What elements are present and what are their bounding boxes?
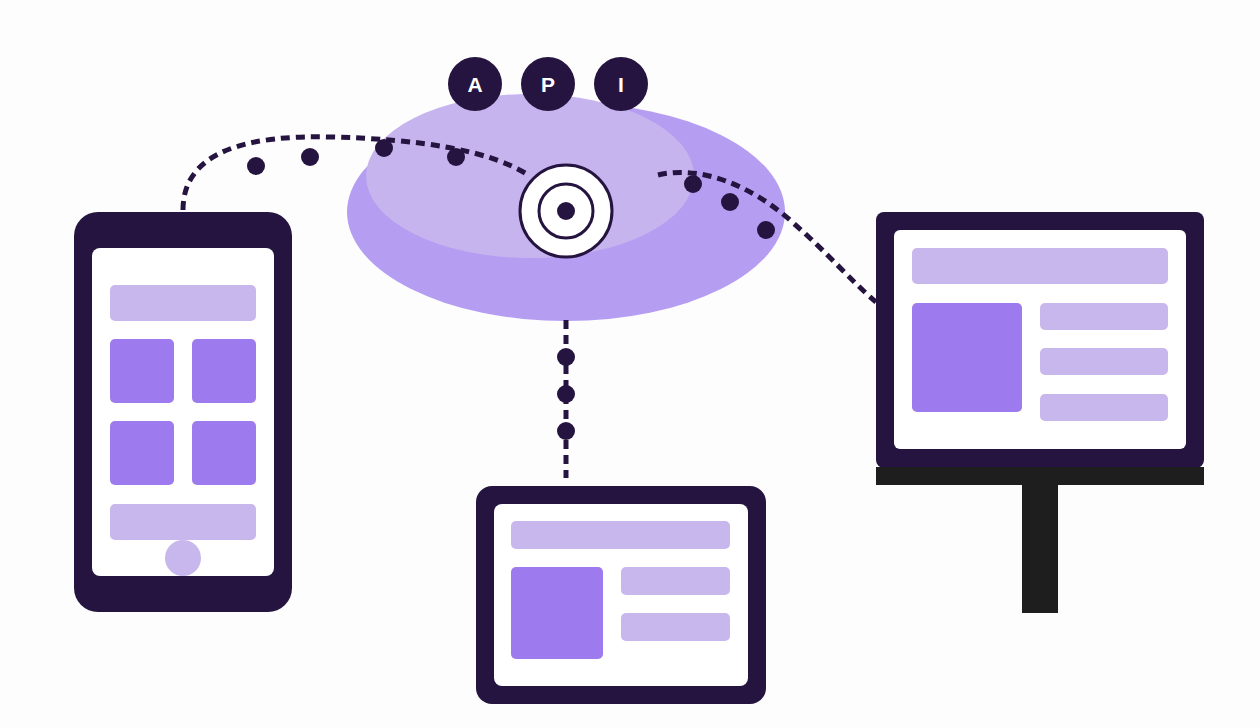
illustration-part: [557, 385, 575, 403]
illustration-part: [658, 172, 876, 302]
illustration-part: [165, 540, 201, 576]
illustration-part: [110, 504, 256, 540]
target-hub: [520, 165, 612, 257]
api-letter: I: [618, 74, 624, 95]
illustration-part: [301, 148, 319, 166]
illustration-part: [621, 567, 730, 595]
data-dots: [247, 139, 775, 440]
illustration-part: [1022, 485, 1058, 613]
illustration-part: [110, 285, 256, 321]
illustration-part: [247, 157, 265, 175]
illustration-part: [447, 148, 465, 166]
illustration-part: [757, 221, 775, 239]
illustration-part: [511, 521, 730, 549]
illustration-part: [92, 248, 274, 576]
illustration-part: [192, 339, 256, 403]
tablet: [476, 486, 766, 704]
illustration-part: [876, 212, 1204, 468]
illustration-part: [621, 613, 730, 641]
illustration-part: [183, 137, 530, 210]
illustration-part: [912, 248, 1168, 284]
illustration-part: [110, 339, 174, 403]
illustration-part: [684, 175, 702, 193]
illustration-part: [1040, 303, 1168, 330]
illustration-part: [721, 193, 739, 211]
api-letter: A: [467, 74, 482, 95]
illustration-part: [1040, 348, 1168, 375]
illustration-part: [110, 421, 174, 485]
phone: [74, 212, 292, 612]
api-letter-circle: A: [448, 57, 502, 111]
illustration-part: [876, 467, 1204, 485]
illustration-part: [1040, 394, 1168, 421]
illustration-part: [557, 348, 575, 366]
cloud: [347, 94, 785, 321]
illustration-part: [557, 202, 575, 220]
illustration-part: [476, 486, 766, 704]
illustration-part: [511, 567, 603, 659]
illustration-part: [557, 422, 575, 440]
illustration-part: [192, 421, 256, 485]
api-letter-circle: P: [521, 57, 575, 111]
api-letter-circle: I: [594, 57, 648, 111]
illustration-part: [74, 212, 292, 612]
illustration-part: [539, 184, 593, 238]
monitor: [876, 212, 1204, 613]
illustration-part: [912, 303, 1022, 412]
illustration-part: [375, 139, 393, 157]
illustration-part: [894, 230, 1186, 449]
illustration-part: [494, 504, 748, 686]
illustration-part: [520, 165, 612, 257]
illustration-part: [366, 94, 694, 258]
api-letter: P: [541, 74, 555, 95]
